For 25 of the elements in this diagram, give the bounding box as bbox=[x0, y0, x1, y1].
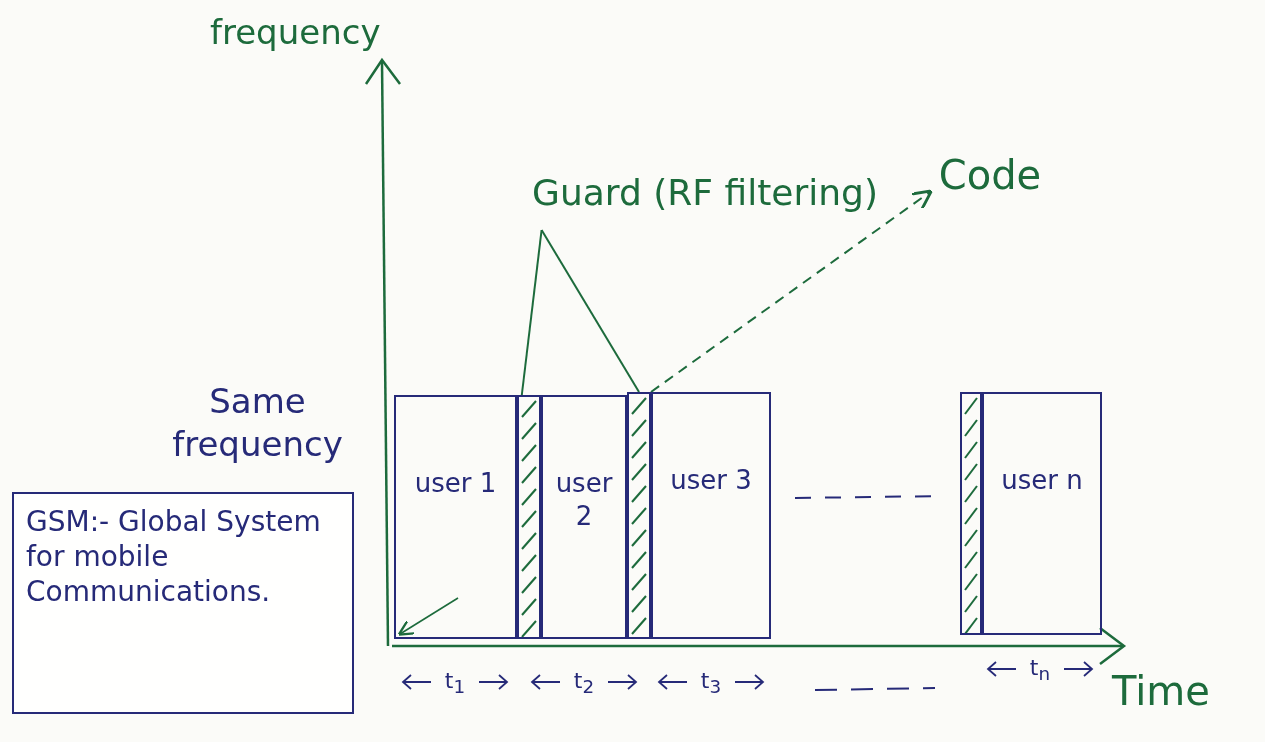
time-slot-box bbox=[651, 392, 771, 639]
arrow bbox=[650, 189, 933, 393]
annotation-text: Code bbox=[938, 151, 1042, 200]
duration-label: t$_{1}$ bbox=[444, 668, 466, 698]
annotation-text: Same frequency bbox=[171, 380, 344, 465]
guard-band-bar bbox=[517, 395, 541, 639]
annotation-text: Guard (RF filtering) bbox=[532, 171, 878, 215]
time-slot-box bbox=[982, 392, 1102, 635]
axis-label: frequency bbox=[210, 12, 381, 52]
time-slot-box bbox=[394, 395, 517, 639]
slot-label: user 1 bbox=[414, 467, 497, 500]
slot-label: user n bbox=[1001, 464, 1083, 497]
guard-band-bar bbox=[960, 392, 982, 635]
note-box bbox=[12, 492, 354, 714]
axis-label: Time bbox=[1112, 668, 1210, 714]
slot-label: user 3 bbox=[670, 464, 752, 497]
note-text: GSM:- Global System for mobile Communications. bbox=[26, 504, 322, 609]
connector-line bbox=[520, 229, 543, 396]
slot-label: user 2 bbox=[554, 467, 614, 532]
connector-line bbox=[540, 229, 640, 393]
duration-label: t$_{n}$ bbox=[1029, 655, 1051, 685]
duration-label: t$_{2}$ bbox=[573, 668, 595, 698]
time-slot-box bbox=[541, 395, 627, 639]
duration-label: t$_{3}$ bbox=[700, 668, 722, 698]
guard-band-bar bbox=[627, 392, 651, 639]
